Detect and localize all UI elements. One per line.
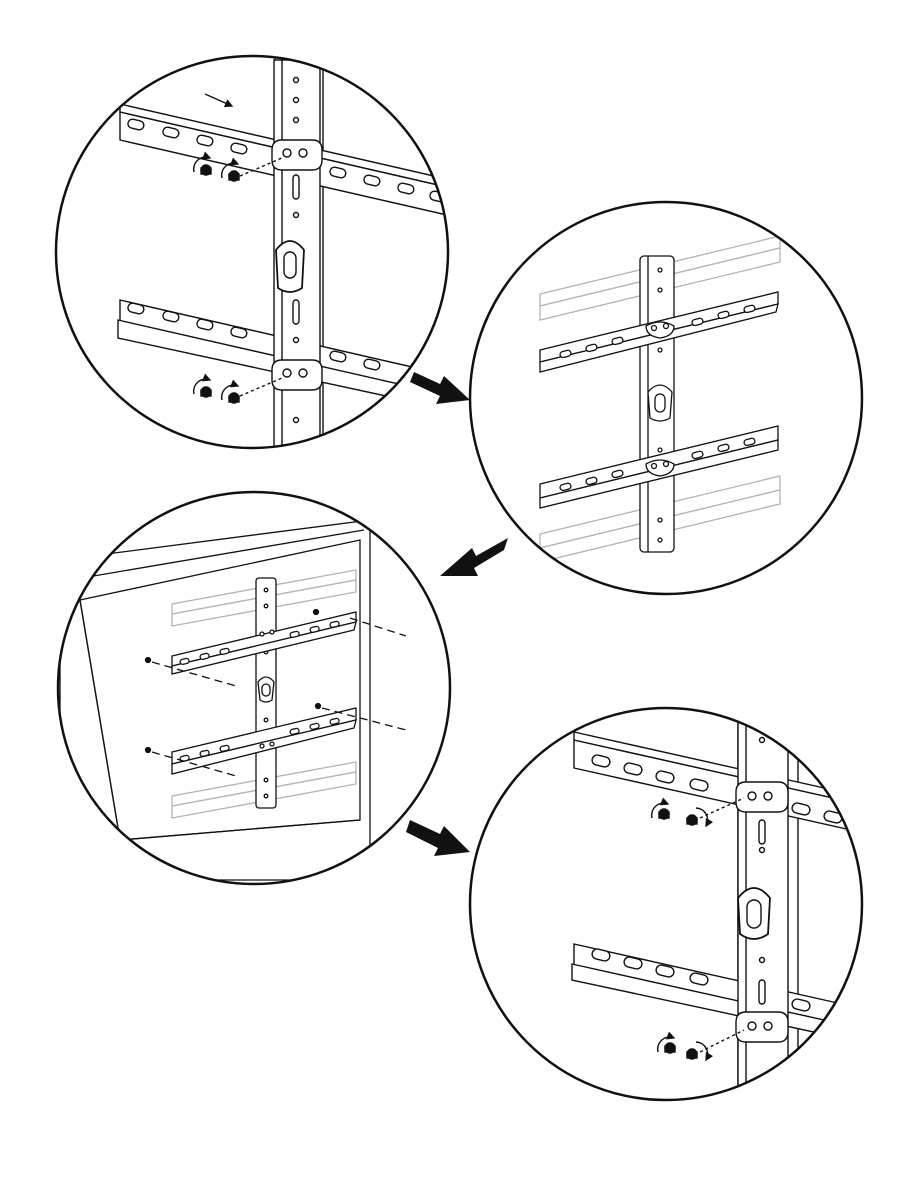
vertical-bracket xyxy=(272,60,322,460)
flow-arrow-3 xyxy=(406,820,470,856)
vertical-bracket-assembled xyxy=(640,256,674,552)
vertical-bracket xyxy=(736,720,788,1120)
step-4-panel xyxy=(470,700,862,1120)
screw-set-lower xyxy=(194,378,282,403)
flow-arrow-1 xyxy=(410,372,470,404)
step-2-panel xyxy=(470,202,862,594)
arrow-left-down-icon xyxy=(440,538,508,576)
arrow-right-down-icon xyxy=(410,372,470,404)
lock-hook-icon xyxy=(648,385,672,421)
screw-set-lower-tightened xyxy=(658,1030,744,1060)
step-1-panel xyxy=(56,40,460,470)
arrow-right-down-icon xyxy=(406,820,470,856)
step-3-panel xyxy=(58,492,450,884)
flow-arrow-2 xyxy=(440,538,508,576)
direction-arrow-icon xyxy=(205,94,232,106)
lock-hook-icon xyxy=(276,241,304,292)
upper-mounting-arm xyxy=(574,732,860,832)
lock-hook-icon xyxy=(738,888,770,939)
lock-hook-icon xyxy=(258,677,274,702)
tv-back-panel xyxy=(60,520,370,880)
vertical-bracket-on-tv xyxy=(256,578,276,808)
